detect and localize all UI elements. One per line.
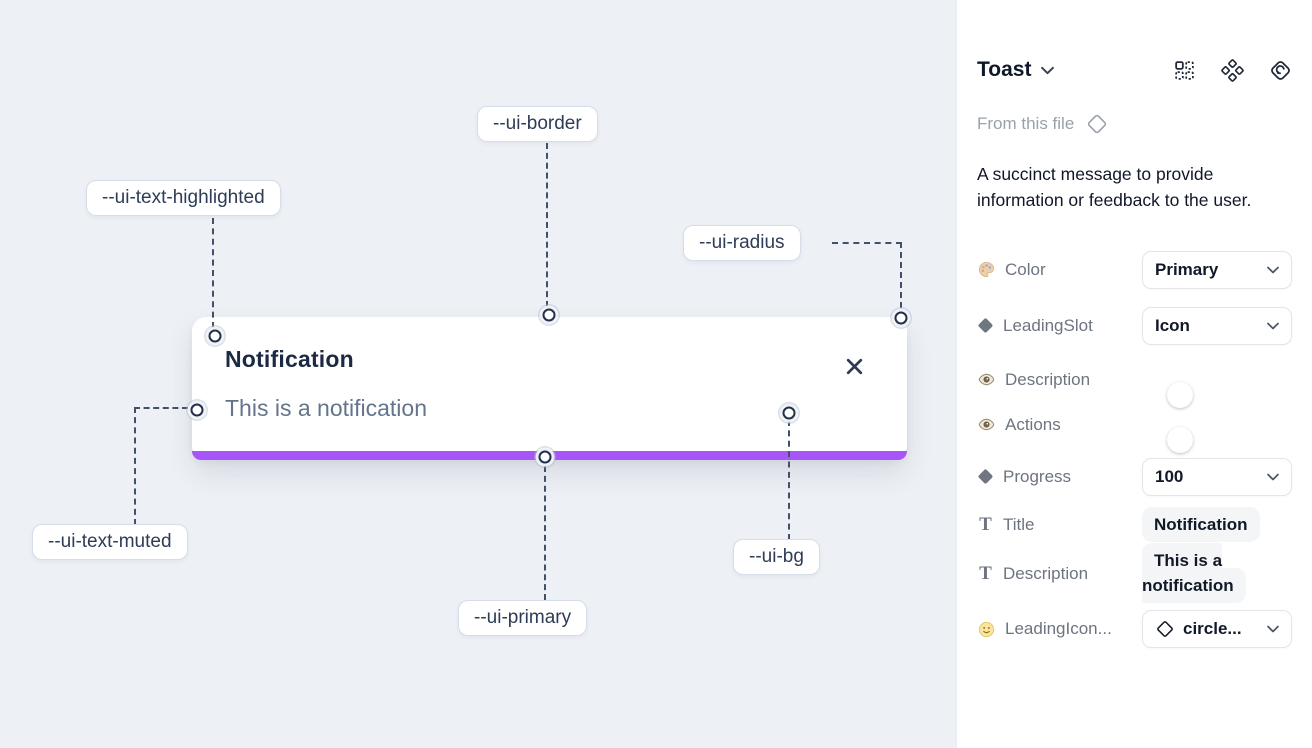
smiley-icon	[978, 621, 995, 638]
toast-component-preview: Notification This is a notification	[192, 317, 907, 460]
component-description: A succinct message to provide informatio…	[977, 164, 1252, 211]
chevron-down-icon	[1267, 322, 1279, 330]
property-list: Color Primary LeadingSlot	[977, 250, 1292, 649]
connector-line-border	[546, 143, 548, 307]
annotation-dot-text-highlighted	[208, 329, 222, 343]
header-toolbar	[1173, 58, 1292, 82]
swap-instance-icon[interactable]	[1269, 59, 1292, 82]
component-icon[interactable]	[1221, 58, 1244, 82]
annotation-dot-text-muted	[190, 403, 204, 417]
annotation-dot-primary	[538, 450, 552, 464]
instance-grid-icon[interactable]	[1173, 59, 1196, 82]
property-label: Progress	[1003, 466, 1072, 486]
property-label: LeadingSlot	[1003, 315, 1093, 335]
chevron-down-icon	[1267, 473, 1279, 481]
connector-line-text-muted-h	[134, 407, 188, 409]
toggle-knob	[1167, 381, 1193, 408]
source-row: From this file	[977, 113, 1292, 135]
property-row-leadingicon: LeadingIcon... circle...	[977, 610, 1292, 649]
connector-line-text-muted-v	[134, 407, 136, 525]
toggle-knob	[1167, 426, 1193, 453]
property-label: Actions	[1005, 414, 1061, 434]
design-canvas: Notification This is a notification --ui…	[0, 0, 956, 748]
property-label: Description	[1005, 369, 1091, 389]
annotation-label-text-highlighted: --ui-text-highlighted	[86, 180, 281, 216]
annotation-label-text-muted: --ui-text-muted	[32, 524, 188, 560]
property-row-description-text: T Description This is a notification	[977, 543, 1292, 603]
chevron-down-icon[interactable]	[1041, 66, 1055, 75]
annotation-label-border: --ui-border	[477, 106, 598, 142]
text-icon: T	[979, 562, 992, 584]
property-row-leadingslot: LeadingSlot Icon	[977, 306, 1292, 345]
palette-icon	[979, 261, 995, 278]
toast-description: This is a notification	[225, 395, 427, 421]
annotation-label-primary: --ui-primary	[458, 600, 588, 636]
diamond-icon	[977, 468, 994, 485]
property-label: Color	[1005, 259, 1046, 279]
diamond-outline-icon	[1088, 114, 1107, 134]
connector-line-primary	[544, 466, 546, 600]
title-input[interactable]: Notification	[1142, 506, 1260, 542]
property-label: Description	[1003, 563, 1089, 583]
leadingicon-select[interactable]: circle...	[1142, 610, 1292, 649]
annotation-label-bg: --ui-bg	[733, 539, 820, 575]
leadingslot-select[interactable]: Icon	[1142, 306, 1292, 345]
property-row-title: T Title Notification	[977, 506, 1292, 542]
source-label: From this file	[977, 114, 1075, 133]
properties-panel: Toast	[956, 0, 1312, 748]
panel-header: Toast	[977, 58, 1292, 82]
close-icon	[846, 358, 862, 374]
progress-select[interactable]: 100	[1142, 457, 1292, 496]
eye-icon	[978, 373, 995, 386]
toast-title: Notification	[225, 346, 354, 372]
chevron-down-icon	[1267, 266, 1279, 274]
annotation-dot-radius	[894, 311, 908, 325]
eye-icon	[978, 418, 995, 431]
property-row-actions-toggle: Actions	[977, 414, 1292, 453]
property-label: LeadingIcon...	[1005, 619, 1112, 639]
connector-line-text-highlighted	[212, 218, 214, 328]
color-select[interactable]: Primary	[1142, 250, 1292, 289]
connector-line-bg	[788, 420, 790, 540]
annotation-dot-border	[542, 308, 556, 322]
property-label: Title	[1003, 514, 1035, 534]
property-row-description-toggle: Description	[977, 369, 1292, 408]
diamond-outline-icon	[1157, 621, 1173, 638]
component-name[interactable]: Toast	[977, 58, 1032, 81]
annotation-label-radius: --ui-radius	[683, 225, 801, 261]
property-row-progress: Progress 100	[977, 457, 1292, 496]
diamond-icon	[977, 317, 994, 334]
connector-line-radius-v	[900, 242, 902, 308]
close-button[interactable]	[841, 353, 867, 379]
annotation-dot-bg	[782, 406, 796, 420]
property-row-color: Color Primary	[977, 250, 1292, 289]
text-icon: T	[979, 513, 992, 535]
connector-line-radius-h	[832, 242, 902, 244]
description-input[interactable]: This is a notification	[1142, 543, 1246, 603]
chevron-down-icon	[1267, 625, 1279, 633]
